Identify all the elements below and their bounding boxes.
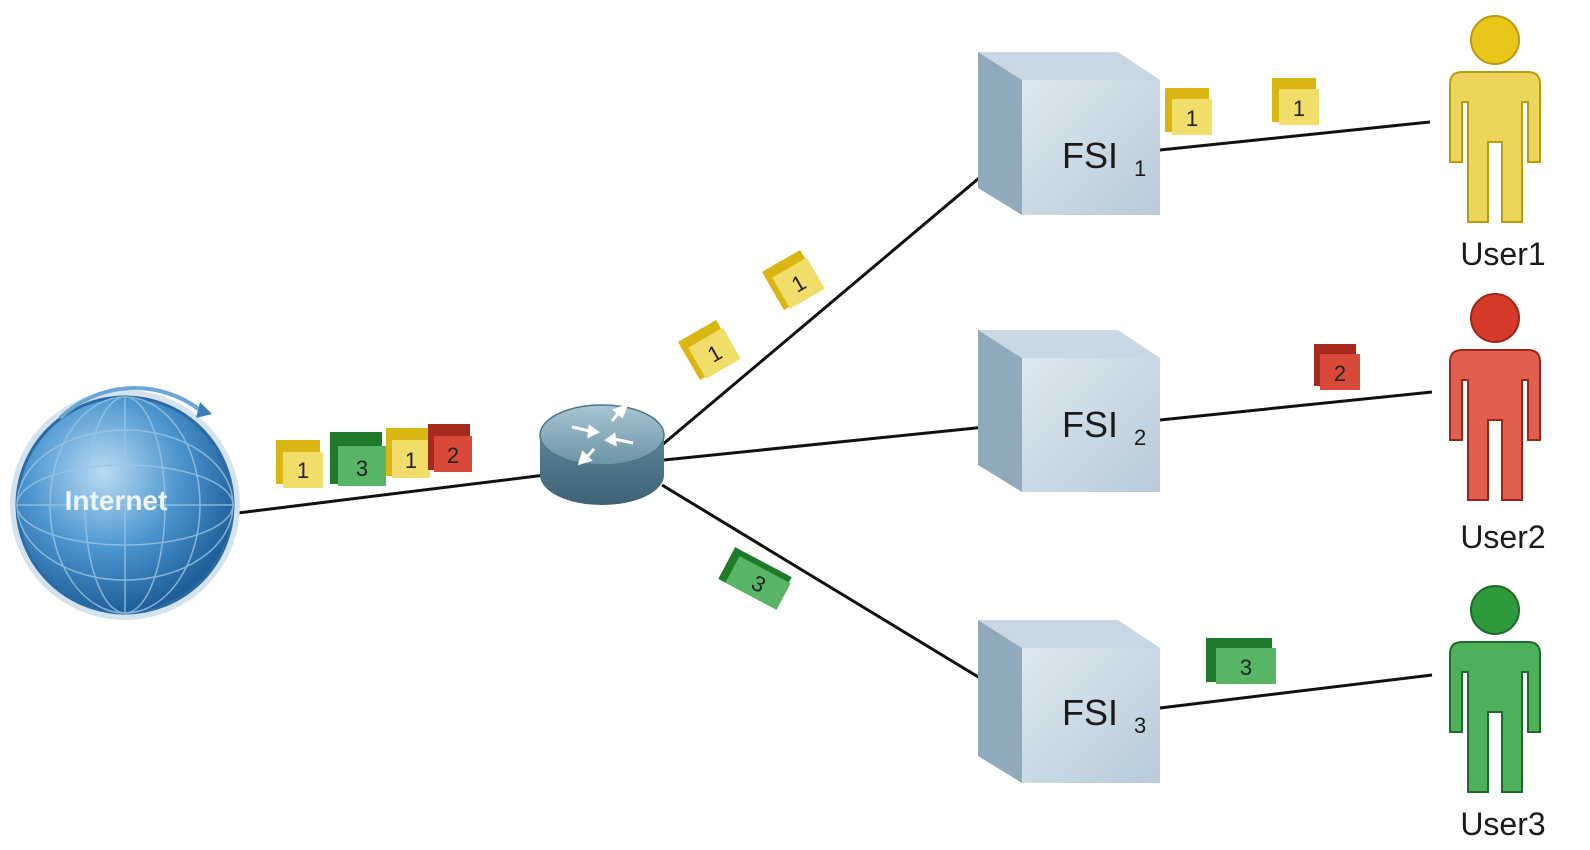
svg-text:1: 1 bbox=[1186, 106, 1198, 131]
svg-text:2: 2 bbox=[447, 443, 459, 468]
link-router-fsi2 bbox=[663, 423, 1006, 462]
packet: 3 bbox=[718, 547, 792, 610]
packet: 1 bbox=[1165, 88, 1212, 135]
packet: 1 bbox=[761, 249, 825, 311]
user-1-person-icon bbox=[1449, 15, 1541, 223]
svg-text:FSI 1: FSI 1 bbox=[1062, 135, 1146, 181]
user-1-label: User1 bbox=[1460, 236, 1545, 272]
internet-globe-icon: Internet bbox=[10, 386, 240, 620]
fsi-1-name: FSI bbox=[1062, 135, 1118, 176]
link-fsi1-user1 bbox=[1159, 120, 1431, 152]
packet: 2 bbox=[1314, 344, 1360, 390]
connection-lines bbox=[237, 120, 1433, 710]
fsi-2-index: 2 bbox=[1134, 425, 1146, 450]
link-fsi2-user2 bbox=[1159, 390, 1433, 422]
packet: 3 bbox=[1206, 638, 1276, 684]
user-2-person-icon bbox=[1449, 293, 1541, 501]
link-router-fsi3 bbox=[661, 483, 1004, 694]
fsi-3-index: 3 bbox=[1134, 713, 1146, 738]
user-3-label: User3 bbox=[1460, 806, 1545, 842]
svg-text:2: 2 bbox=[1334, 361, 1346, 386]
packet: 1 bbox=[1272, 78, 1319, 125]
router-icon bbox=[539, 403, 665, 505]
packet-queue: 1 3 1 2 bbox=[276, 424, 472, 488]
svg-text:3: 3 bbox=[1240, 655, 1252, 680]
packet: 2 bbox=[428, 424, 472, 472]
fsi-server-3: FSI 3 bbox=[978, 620, 1160, 783]
link-internet-router bbox=[237, 473, 546, 515]
fsi-1-index: 1 bbox=[1134, 156, 1146, 181]
internet-label: Internet bbox=[65, 485, 168, 516]
link-router-fsi1 bbox=[661, 150, 1011, 447]
link-fsi3-user3 bbox=[1159, 673, 1433, 710]
user-2-label: User2 bbox=[1460, 519, 1545, 555]
packet: 3 bbox=[330, 432, 386, 486]
packet: 1 bbox=[276, 440, 323, 488]
fsi-server-2: FSI 2 bbox=[978, 330, 1160, 492]
fsi-server-1: FSI 1 bbox=[978, 52, 1160, 215]
svg-text:3: 3 bbox=[356, 456, 368, 481]
svg-text:1: 1 bbox=[297, 458, 309, 483]
packet: 1 bbox=[386, 428, 430, 478]
svg-text:1: 1 bbox=[405, 448, 417, 473]
user-3-person-icon bbox=[1449, 585, 1541, 793]
packet: 1 bbox=[677, 319, 741, 381]
fsi-2-name: FSI bbox=[1062, 404, 1118, 445]
svg-text:FSI 2: FSI 2 bbox=[1062, 404, 1146, 450]
fsi-3-name: FSI bbox=[1062, 692, 1118, 733]
svg-text:1: 1 bbox=[1293, 96, 1305, 121]
svg-text:FSI 3: FSI 3 bbox=[1062, 692, 1146, 738]
